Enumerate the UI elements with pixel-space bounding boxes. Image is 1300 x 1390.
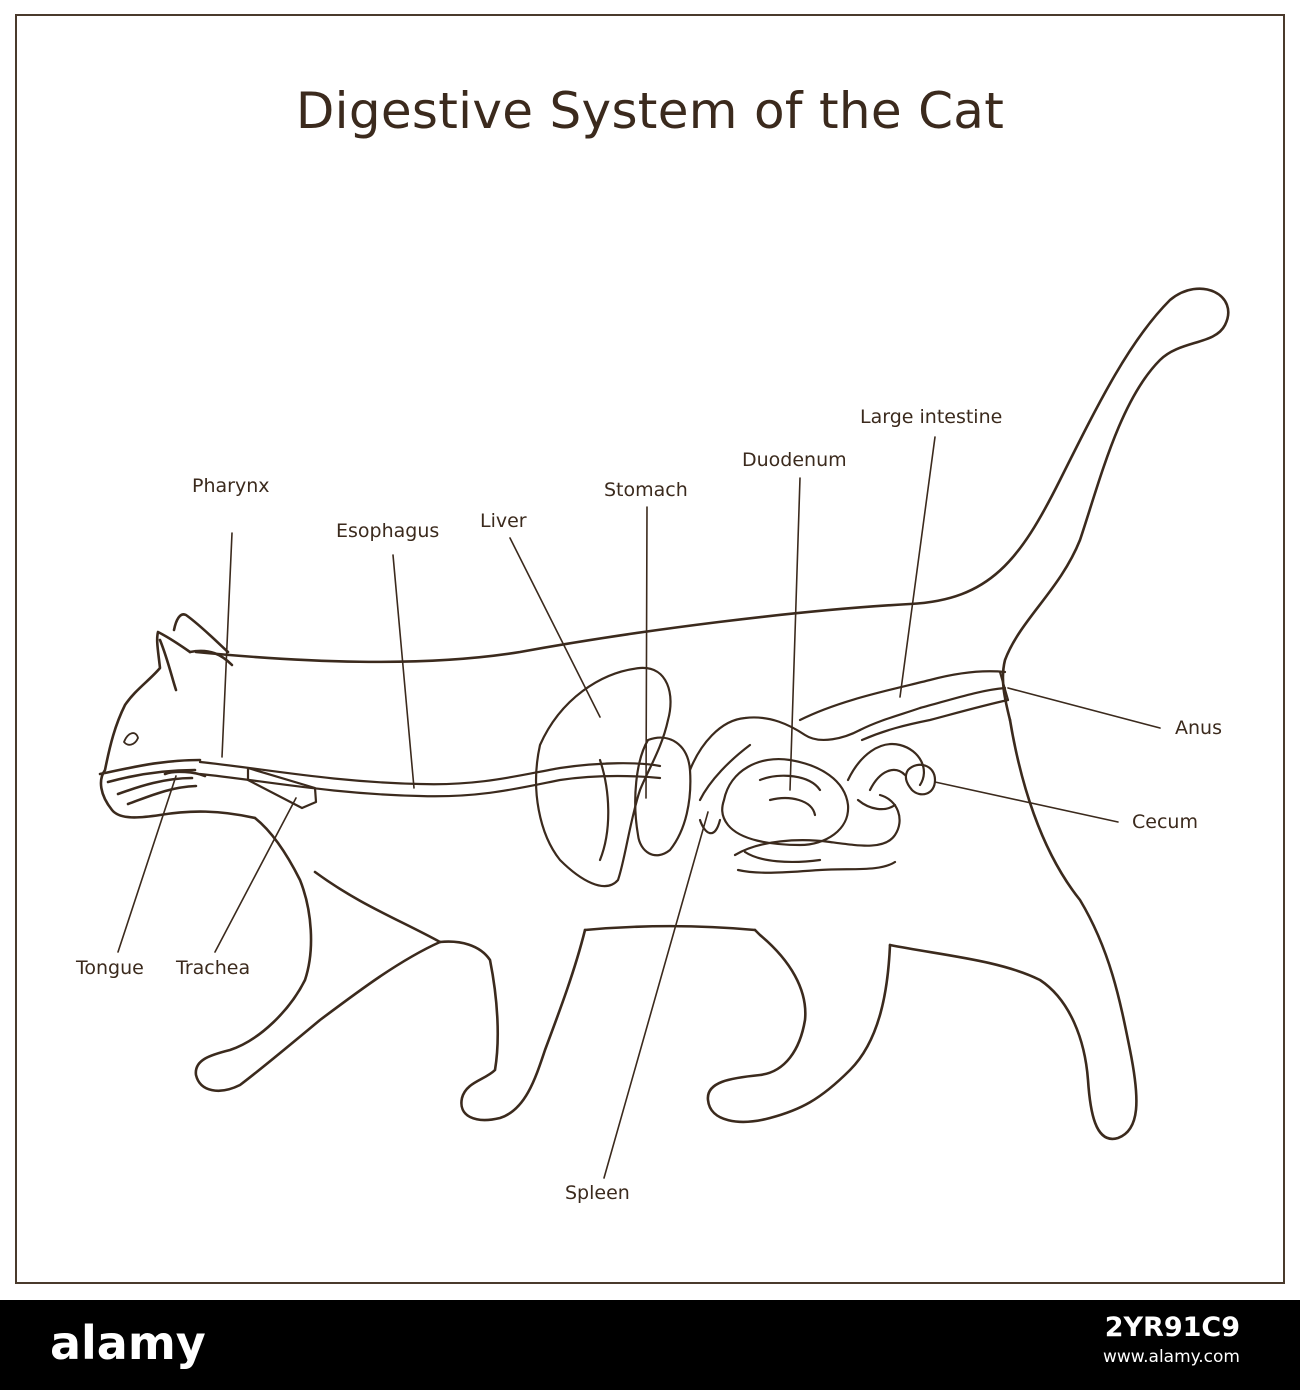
cat-body-outline bbox=[98, 287, 1230, 1141]
image-id-code: 2YR91C9 bbox=[1104, 1312, 1240, 1343]
leader-line-esophagus bbox=[392, 554, 415, 789]
leader-lines bbox=[117, 436, 1161, 1179]
label-pharynx: Pharynx bbox=[192, 475, 270, 497]
label-liver: Liver bbox=[480, 510, 527, 532]
leader-line-trachea bbox=[214, 797, 297, 953]
label-cecum: Cecum bbox=[1132, 811, 1198, 833]
label-large-intestine: Large intestine bbox=[860, 406, 1003, 428]
label-esophagus: Esophagus bbox=[336, 520, 440, 542]
label-duodenum: Duodenum bbox=[742, 449, 847, 471]
watermark-banner bbox=[0, 1300, 1300, 1390]
leader-line-liver bbox=[509, 537, 601, 718]
label-trachea: Trachea bbox=[176, 957, 251, 979]
leader-line-duodenum bbox=[789, 477, 801, 791]
label-spleen: Spleen bbox=[565, 1182, 630, 1204]
leader-line-spleen bbox=[603, 811, 709, 1179]
leader-line-cecum bbox=[934, 781, 1119, 823]
leader-line-anus bbox=[1007, 687, 1161, 729]
stock-image-id: 2YR91C9 www.alamy.com bbox=[1103, 1312, 1240, 1367]
leader-line-pharynx bbox=[221, 532, 233, 758]
alamy-logo: alamy bbox=[50, 1316, 206, 1370]
cat-anatomy-illustration bbox=[98, 287, 1230, 1179]
digestive-tract bbox=[198, 666, 1010, 888]
label-tongue: Tongue bbox=[76, 957, 144, 979]
leader-line-large-intestine bbox=[899, 436, 936, 698]
diagram-title: Digestive System of the Cat bbox=[295, 82, 1005, 140]
site-url: www.alamy.com bbox=[1102, 1347, 1240, 1367]
label-stomach: Stomach bbox=[604, 479, 688, 501]
label-anus: Anus bbox=[1175, 717, 1222, 739]
leader-line-tongue bbox=[117, 775, 177, 953]
leader-line-stomach bbox=[645, 506, 648, 799]
